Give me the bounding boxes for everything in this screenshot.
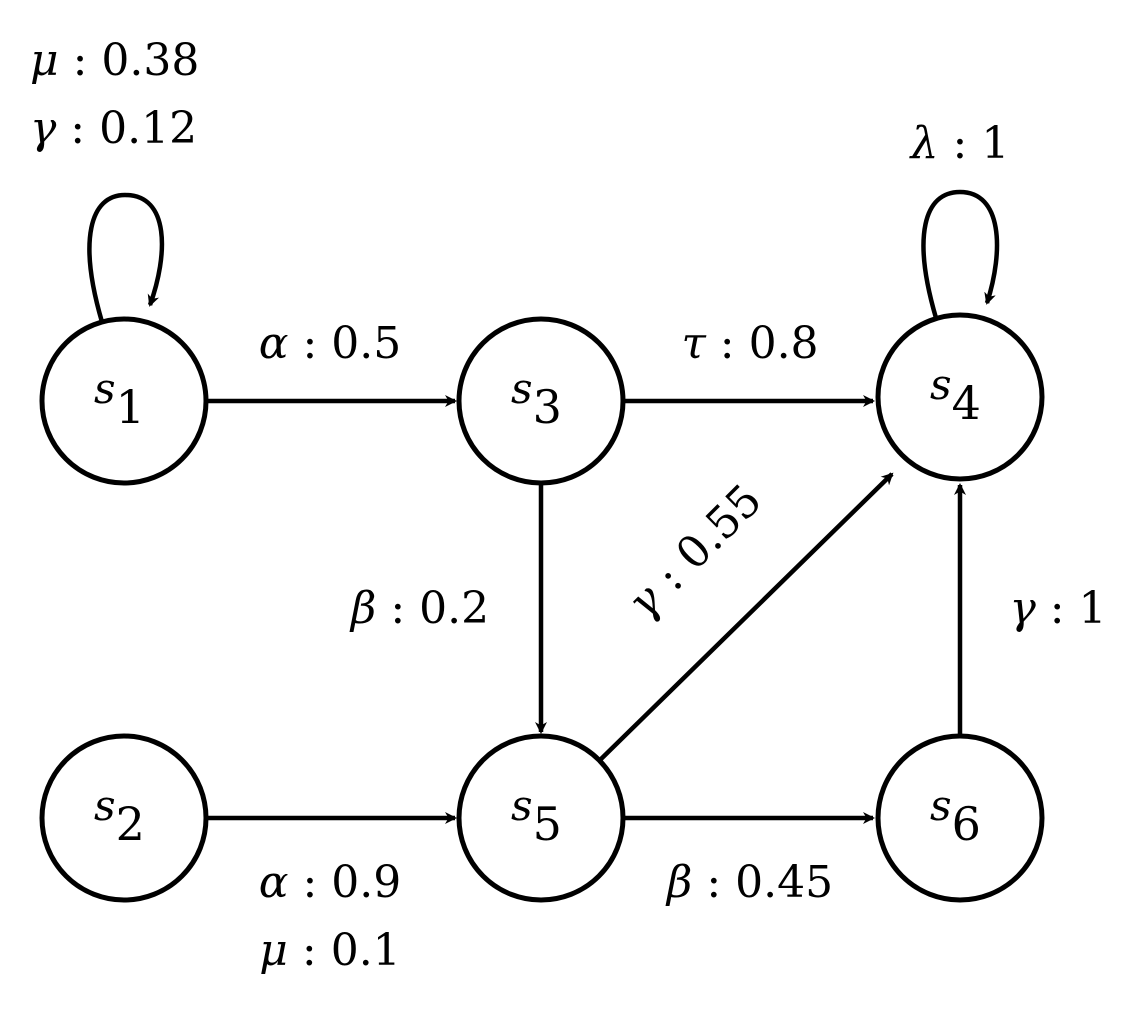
state-letter: s — [94, 364, 116, 413]
transition-label-s2-s5: α : 0.9 μ : 0.1 — [259, 857, 402, 976]
state-node-s4: s4 — [875, 312, 1045, 482]
transition-label-line: γ : 1 — [1009, 583, 1106, 634]
state-index: 5 — [533, 797, 562, 851]
state-node-s5: s5 — [456, 733, 626, 903]
label-separator: : — [1036, 583, 1079, 634]
state-index: 2 — [116, 797, 145, 851]
label-separator: : — [376, 583, 419, 634]
transition-label-line: β : 0.2 — [349, 583, 489, 634]
transition-label-s4-s4: λ : 1 — [909, 118, 1010, 169]
transition-arrow-s5-s4 — [598, 472, 894, 762]
probability-value: 0.12 — [99, 103, 197, 154]
transition-label-s3-s5: β : 0.2 — [349, 583, 489, 634]
probability-value: 0.8 — [749, 318, 819, 369]
action-symbol: γ — [1009, 583, 1036, 634]
state-letter: s — [930, 781, 952, 830]
state-circle — [39, 316, 209, 486]
transition-label-s5-s6: β : 0.45 — [665, 857, 833, 908]
action-symbol: β — [665, 857, 692, 908]
state-node-s1: s1 — [39, 316, 209, 486]
action-symbol: α — [259, 318, 289, 369]
probability-value: 0.1 — [331, 925, 401, 976]
state-label: s5 — [511, 781, 562, 851]
label-separator: : — [692, 857, 735, 908]
state-label: s4 — [930, 360, 981, 430]
action-symbol: μ — [30, 35, 59, 86]
transition-label-line: λ : 1 — [909, 118, 1010, 169]
probability-value: 0.2 — [419, 583, 489, 634]
transition-label-s1-s1: μ : 0.38 γ : 0.12 — [30, 35, 199, 154]
label-separator: : — [59, 35, 102, 86]
label-separator: : — [288, 318, 331, 369]
state-index: 6 — [952, 797, 981, 851]
transition-label-s6-s4: γ : 1 — [1009, 583, 1106, 634]
action-symbol: τ — [681, 318, 706, 369]
transition-label-line: γ : 0.55 — [618, 475, 772, 629]
transition-arrow-s1-s1 — [87, 192, 165, 323]
state-circle — [39, 733, 209, 903]
label-separator: : — [706, 318, 749, 369]
probability-value: 0.5 — [331, 318, 401, 369]
label-separator: : — [939, 118, 982, 169]
state-index: 3 — [533, 380, 562, 434]
state-letter: s — [930, 360, 952, 409]
action-symbol: α — [259, 857, 289, 908]
transition-label-s3-s4: τ : 0.8 — [681, 318, 818, 369]
state-label: s2 — [94, 781, 145, 851]
state-index: 4 — [952, 376, 981, 430]
transition-label-line: μ : 0.1 — [259, 925, 400, 976]
state-label: s3 — [511, 364, 562, 434]
transition-label-line: μ : 0.38 — [30, 35, 199, 86]
state-letter: s — [511, 781, 533, 830]
state-node-s6: s6 — [875, 733, 1045, 903]
action-symbol: γ — [30, 103, 57, 154]
probability-value: 0.38 — [101, 35, 199, 86]
state-circle — [456, 733, 626, 903]
state-label: s6 — [930, 781, 981, 851]
state-node-s3: s3 — [456, 316, 626, 486]
transition-label-line: γ : 0.12 — [30, 103, 197, 154]
probability-value: 0.45 — [735, 857, 833, 908]
transition-arrow-s4-s4 — [921, 189, 1000, 319]
state-node-s2: s2 — [39, 733, 209, 903]
transitions-layer — [87, 189, 1000, 824]
probability-value: 1 — [1079, 583, 1107, 634]
transition-label-s5-s4: γ : 0.55 — [618, 475, 772, 629]
transition-label-line: α : 0.9 — [259, 857, 402, 908]
state-letter: s — [511, 364, 533, 413]
state-label: s1 — [94, 364, 145, 434]
probability-value: 1 — [981, 118, 1009, 169]
action-symbol: λ — [909, 118, 939, 169]
transition-label-line: α : 0.5 — [259, 318, 402, 369]
state-index: 1 — [116, 380, 145, 434]
state-circle — [456, 316, 626, 486]
state-circle — [875, 733, 1045, 903]
state-letter: s — [94, 781, 116, 830]
action-symbol: μ — [259, 925, 288, 976]
label-separator: : — [288, 925, 331, 976]
action-symbol: β — [349, 583, 376, 634]
label-separator: : — [288, 857, 331, 908]
transition-label-s1-s3: α : 0.5 — [259, 318, 402, 369]
state-circle — [875, 312, 1045, 482]
label-separator: : — [56, 103, 99, 154]
probability-value: 0.9 — [331, 857, 401, 908]
transition-label-line: τ : 0.8 — [681, 318, 818, 369]
transition-label-line: β : 0.45 — [665, 857, 833, 908]
